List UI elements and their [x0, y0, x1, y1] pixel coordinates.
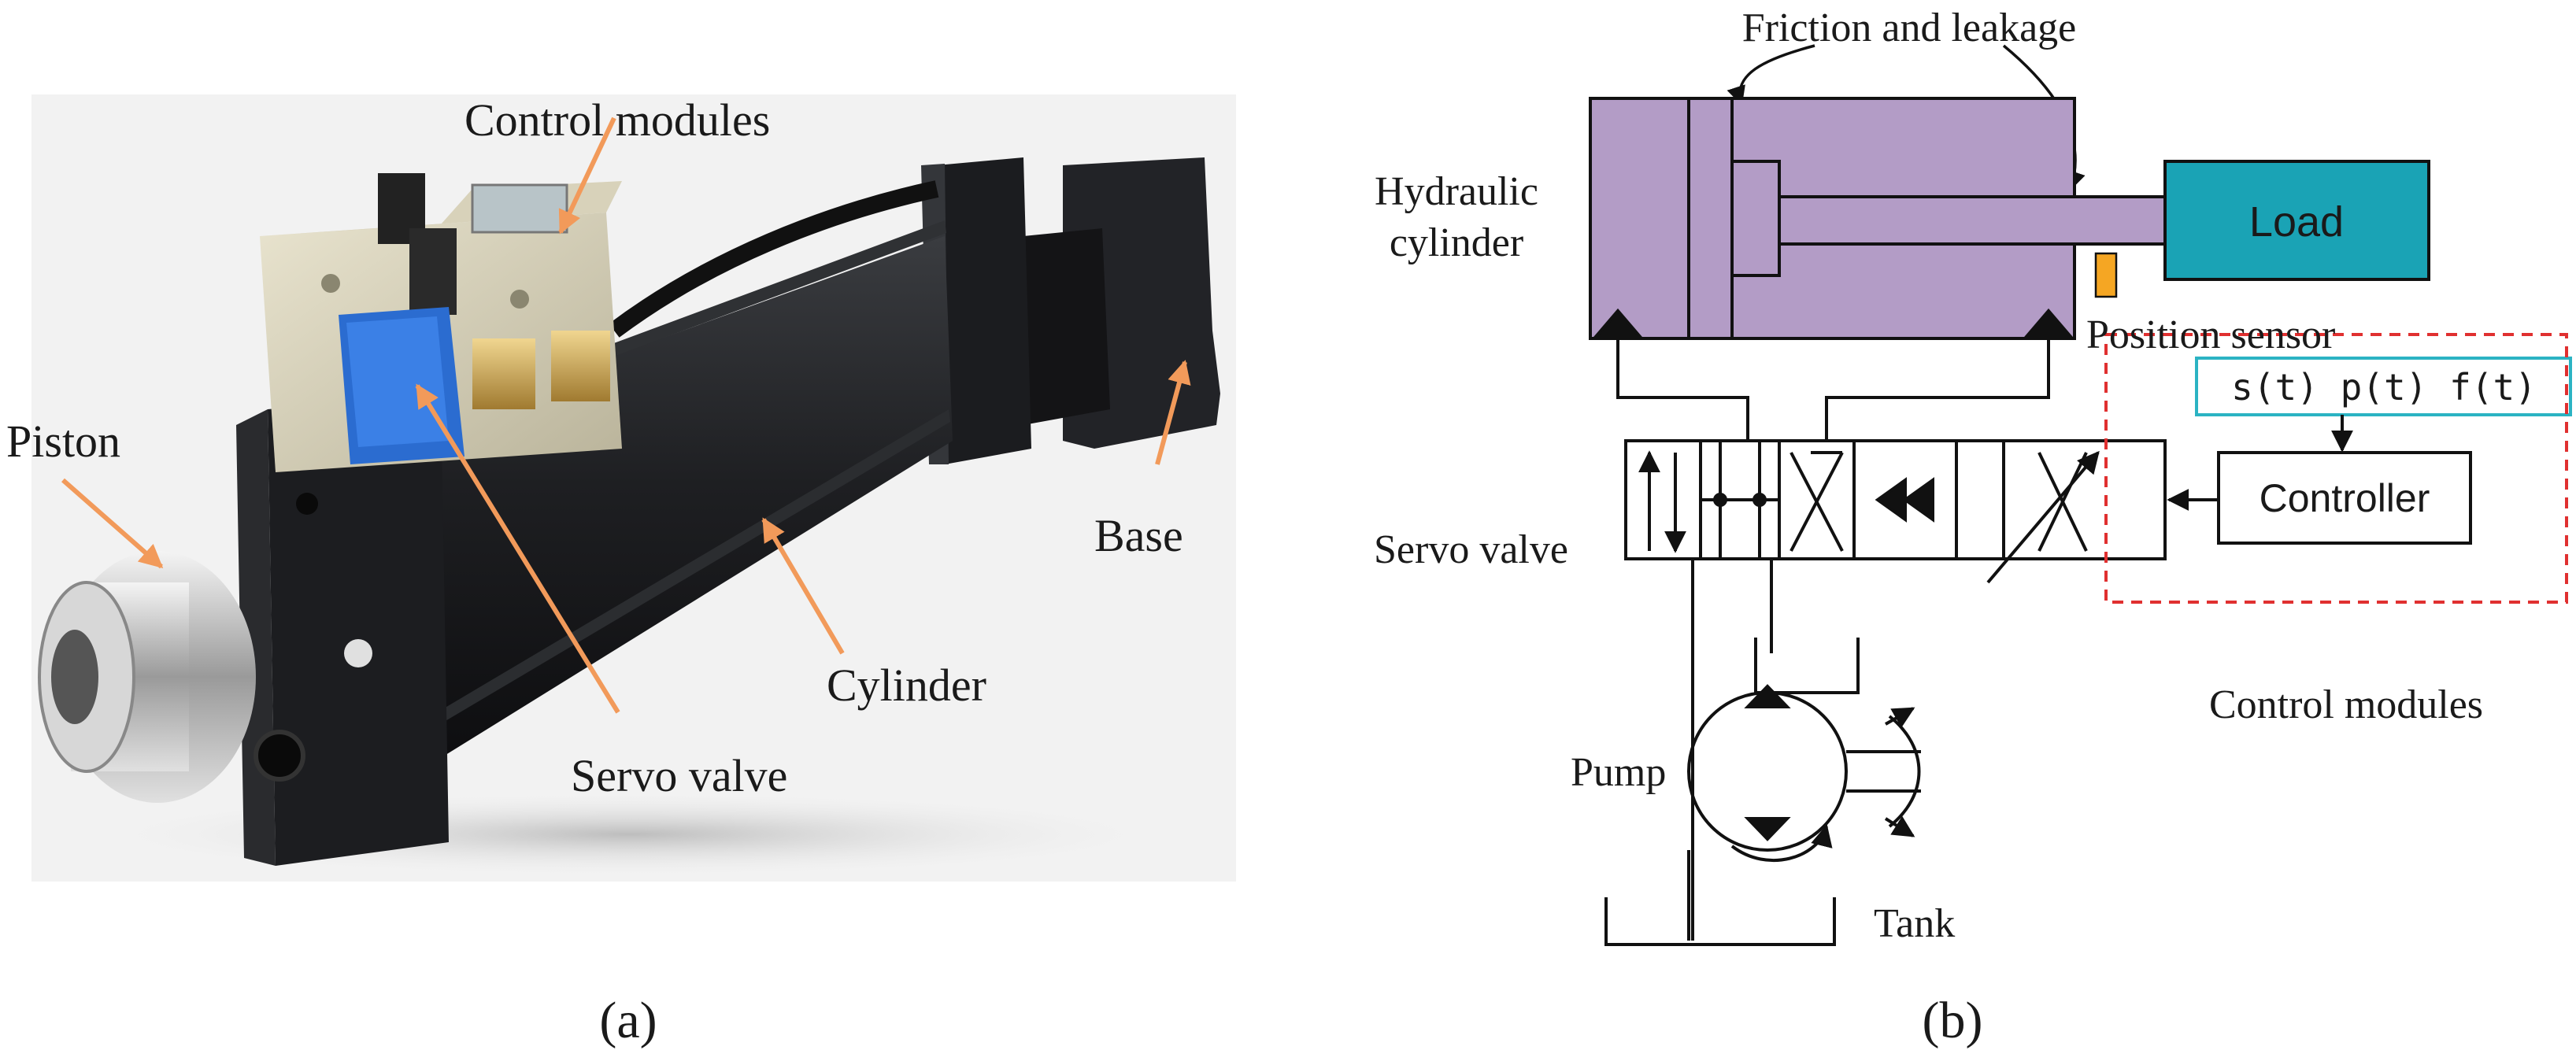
panel-a-rendering: Control modules Piston Base Cylinder Ser… [6, 94, 1236, 1049]
label-friction-leakage: Friction and leakage [1742, 6, 2077, 50]
label-hydraulic-line2: cylinder [1390, 220, 1523, 265]
panel-b-labels: Friction and leakage Hydraulic cylinder … [1374, 6, 2537, 1049]
label-cylinder: Cylinder [827, 660, 986, 711]
pump-rotation-arrow-b [1885, 707, 1915, 728]
label-load: Load [2249, 198, 2344, 246]
line-cylinder-b [1825, 338, 2050, 441]
proportional-solenoid [1955, 439, 2167, 560]
load-box [2163, 160, 2430, 281]
pump-triangle-top [1744, 684, 1791, 708]
arrow-servo-valve [415, 383, 620, 714]
label-signals: s(t) p(t) f(t) [2231, 366, 2537, 409]
label-servo-valve-b: Servo valve [1374, 527, 1568, 572]
label-pump: Pump [1571, 750, 1666, 795]
proportional-arrow [1986, 450, 2100, 584]
block-port [321, 274, 340, 293]
line-cylinder-a [1616, 338, 1749, 441]
pump-rotation-arc [1888, 715, 1921, 828]
label-servo-valve-a: Servo valve [571, 750, 787, 801]
pilot-triangle [1875, 477, 1907, 523]
controller-box [2217, 451, 2472, 545]
pilot-triangle [1902, 477, 1934, 523]
tie-rod-bottom [417, 409, 950, 737]
friction-arrow-left [1727, 44, 1815, 106]
valve-node [1752, 493, 1767, 507]
label-hydraulic-line1: Hydraulic [1375, 169, 1538, 214]
piston-head [38, 551, 256, 803]
solenoid-body [409, 228, 457, 315]
end-cap-bolt [344, 639, 372, 667]
hydraulic-hose [609, 180, 939, 338]
panel-b-schematic [1589, 44, 2572, 946]
arrow-control-modules [558, 116, 616, 235]
tank-symbol [1604, 897, 1836, 946]
pump-rotation-arrow-a [1884, 815, 1915, 837]
piston-rod [1778, 195, 2167, 246]
pump-triangle-bottom [1744, 817, 1791, 841]
end-cap-ring [254, 730, 305, 782]
end-cap-port [296, 493, 318, 515]
piston-block [1730, 160, 1781, 277]
base-body [1023, 228, 1110, 425]
rear-end-cap [937, 157, 1031, 464]
control-modules-dashed-box [2104, 333, 2568, 604]
brass-cartridge [551, 331, 610, 401]
caption-b: (b) [1923, 992, 1983, 1049]
brass-cartridge [472, 338, 535, 409]
arrow-cylinder [761, 517, 845, 655]
tank-symbol-small [1754, 638, 1860, 694]
pump-variable-arrow [1730, 824, 1833, 862]
cylinder-tube [378, 236, 953, 787]
arrow-base [1155, 360, 1191, 465]
label-control-modules-b: Control modules [2209, 682, 2483, 727]
pressure-gauge [471, 183, 568, 234]
valve-node [1713, 493, 1727, 507]
caption-a: (a) [599, 992, 657, 1049]
label-base: Base [1094, 510, 1183, 561]
label-piston: Piston [6, 416, 120, 467]
signal-box [2195, 357, 2572, 416]
block-port [510, 290, 529, 309]
label-control-modules: Control modules [464, 94, 770, 146]
label-tank: Tank [1874, 901, 1955, 946]
label-position-sensor: Position sensor [2086, 312, 2335, 357]
label-controller: Controller [2260, 476, 2430, 520]
floor-shadow [31, 787, 1228, 882]
arrow-piston [61, 478, 164, 569]
position-sensor-block [2094, 252, 2118, 298]
valve-cross-b [1790, 452, 1844, 552]
servo-valve-face [346, 316, 449, 447]
